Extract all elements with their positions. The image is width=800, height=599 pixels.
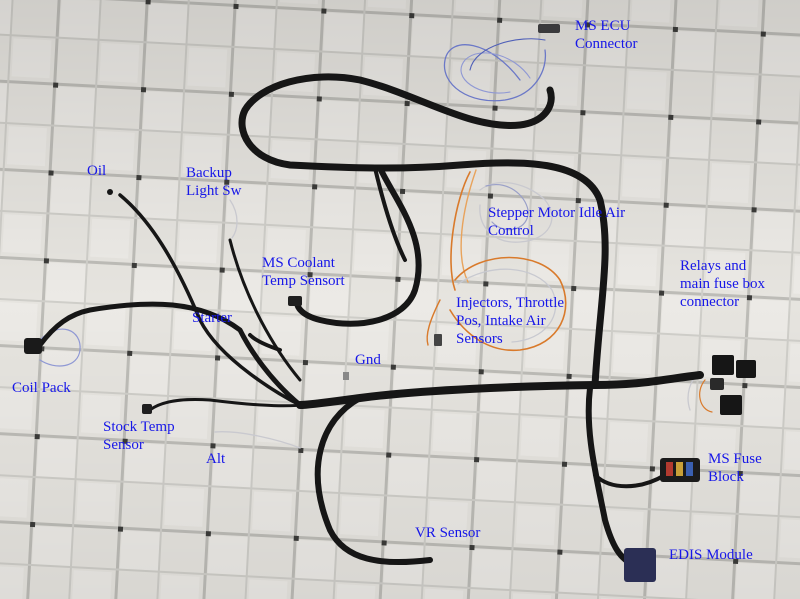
label-line: main fuse box [680,276,765,292]
label-line: Block [708,469,744,485]
label-line: Control [488,223,534,239]
label-line: Coil Pack [12,380,71,396]
coil-pack-label: Coil Pack [12,379,71,397]
stepper-motor-label: Stepper Motor Idle Air Control [488,204,625,240]
label-line: Sensor [103,437,144,453]
edis-module-plug [624,548,656,582]
oil-label: Oil [87,162,106,180]
label-line: Gnd [355,352,381,368]
starter-label: Starter [192,309,232,327]
alternator-label: Alt [206,450,225,468]
backup-light-switch-label: Backup Light Sw [186,164,241,200]
ecu-connector-plug [538,24,560,33]
connectors [24,24,756,582]
ms-fuse-block-label: MS Fuse Block [708,450,762,486]
label-line: Temp Sensort [262,273,345,289]
coil-pack-plug [24,338,42,354]
label-line: Sensors [456,331,503,347]
label-line: Stock Temp [103,419,175,435]
label-line: Stepper Motor Idle Air [488,205,626,221]
label-line: MS Coolant [262,255,335,271]
label-line: Light Sw [186,183,242,199]
injectors-label: Injectors, Throttle Pos, Intake Air Sens… [456,294,564,348]
ms-coolant-temp-label: MS Coolant Temp Sensort [262,254,345,290]
label-line: Relays and [680,258,747,274]
fine-wires [39,38,713,449]
label-line: Connector [575,36,638,52]
relays-fuse-box-label: Relays and main fuse box connector [680,257,765,311]
harness-cables [37,73,704,568]
stock-temp-sensor-label: Stock Temp Sensor [103,418,175,454]
edis-module-label: EDIS Module [669,546,753,564]
label-line: connector [680,294,740,310]
label-line: Backup [186,165,232,181]
ms-ecu-connector-label: MS ECU Connector [575,17,637,53]
label-line: MS Fuse [708,451,762,467]
label-line: VR Sensor [415,525,481,541]
label-line: Pos, Intake Air [456,313,546,329]
ground-label: Gnd [355,351,381,369]
label-line: MS ECU [575,18,631,34]
label-line: Oil [87,163,107,179]
label-line: Alt [206,451,226,467]
vr-sensor-label: VR Sensor [415,524,480,542]
label-line: Starter [192,310,232,326]
label-line: Injectors, Throttle [456,295,565,311]
label-line: EDIS Module [669,547,753,563]
